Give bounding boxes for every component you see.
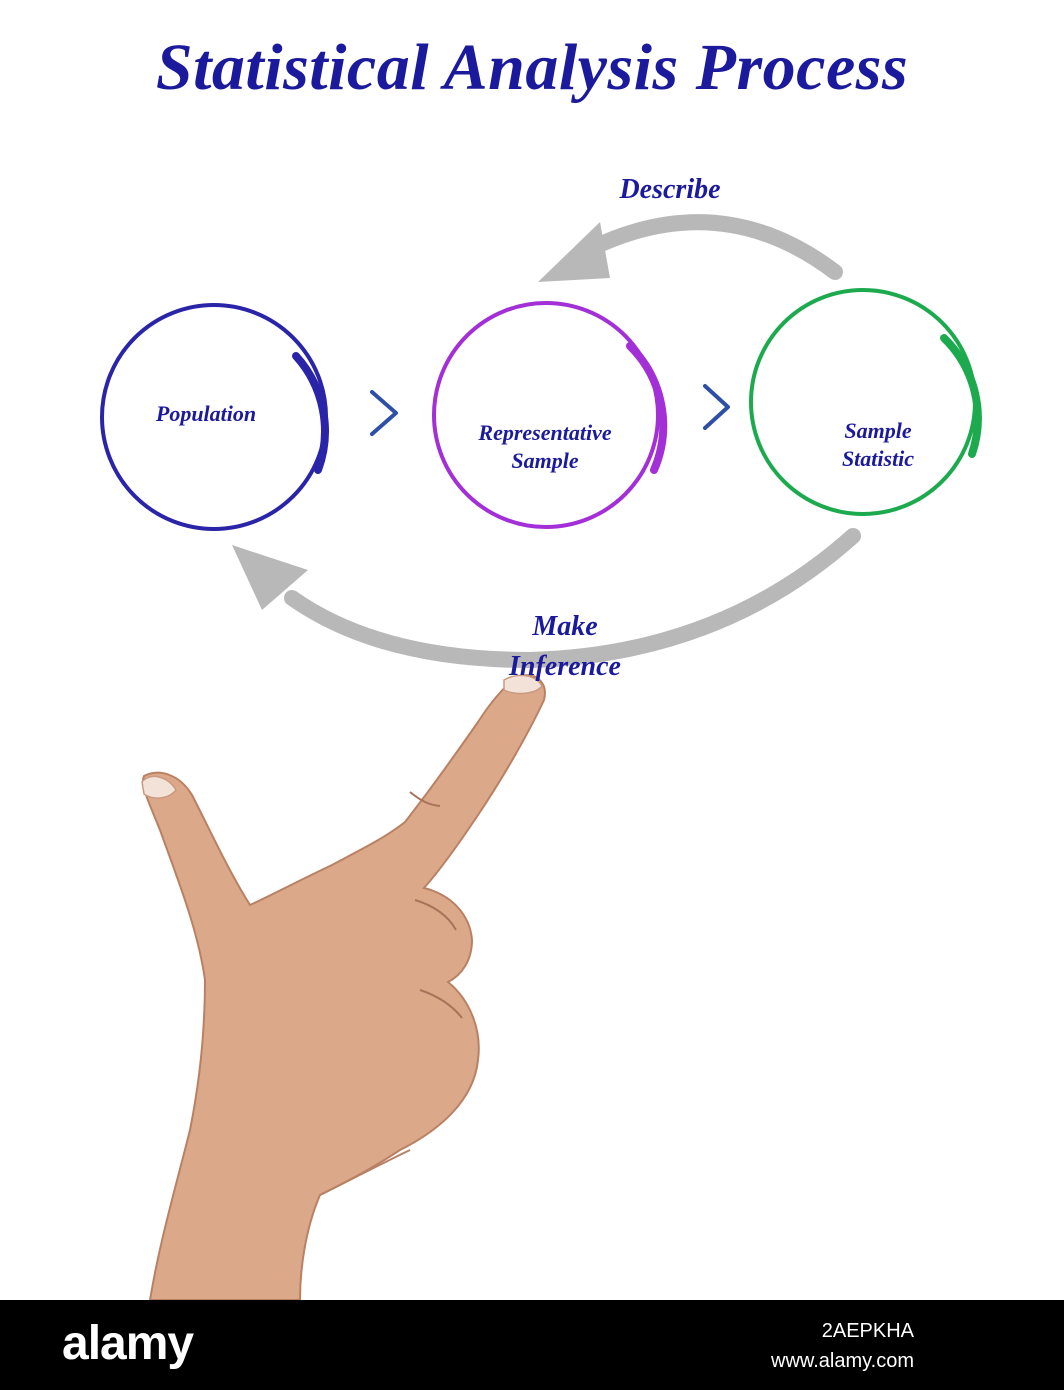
sample-statistic-circle-accent [940, 334, 982, 458]
describe-arrowhead [538, 222, 610, 282]
representative-sample-circle [432, 301, 660, 529]
watermark-url: www.alamy.com [771, 1350, 914, 1372]
make-inference-arrowhead [232, 545, 308, 610]
edge-label-text: Describe [619, 174, 721, 205]
edge-label-text: Make Inference [509, 610, 621, 683]
node-label-text: Population [155, 401, 257, 426]
describe-arrow [580, 214, 843, 280]
node-label-representative-sample: Representative Sample [435, 390, 655, 476]
representative-sample-circle-accent [626, 342, 668, 474]
pointing-hand [141, 674, 546, 1300]
population-circle-accent [292, 352, 329, 474]
watermark-bar [0, 1300, 1064, 1390]
node-label-text: Representative Sample [478, 419, 612, 474]
edge-label-describe: Describe [560, 172, 780, 208]
chevron-right-icon [703, 384, 730, 430]
knuckle-crease [419, 989, 463, 1019]
hand-skin [142, 674, 546, 1300]
watermark-image-id: 2AEPKHA [821, 1320, 914, 1342]
diagram-graphics [100, 214, 982, 1300]
knuckle-crease [409, 791, 441, 807]
edge-label-make-inference: Make Inference [440, 566, 690, 688]
thumb-nail [141, 775, 177, 799]
node-label-text: Sample Statistic [841, 417, 915, 472]
node-label-sample-statistic: Sample Statistic [768, 388, 988, 474]
knuckle-crease [414, 899, 457, 931]
node-label-population: Population [96, 400, 316, 429]
diagram-canvas: Statistical Analysis Process Population … [96, 31, 988, 1300]
watermark-logo: alamy [62, 1317, 194, 1370]
make-inference-arrow [284, 528, 861, 669]
index-fingernail [503, 674, 543, 695]
page-title: Statistical Analysis Process [155, 31, 909, 104]
chevron-right-icon [370, 390, 398, 436]
palm-crease [319, 1149, 411, 1196]
